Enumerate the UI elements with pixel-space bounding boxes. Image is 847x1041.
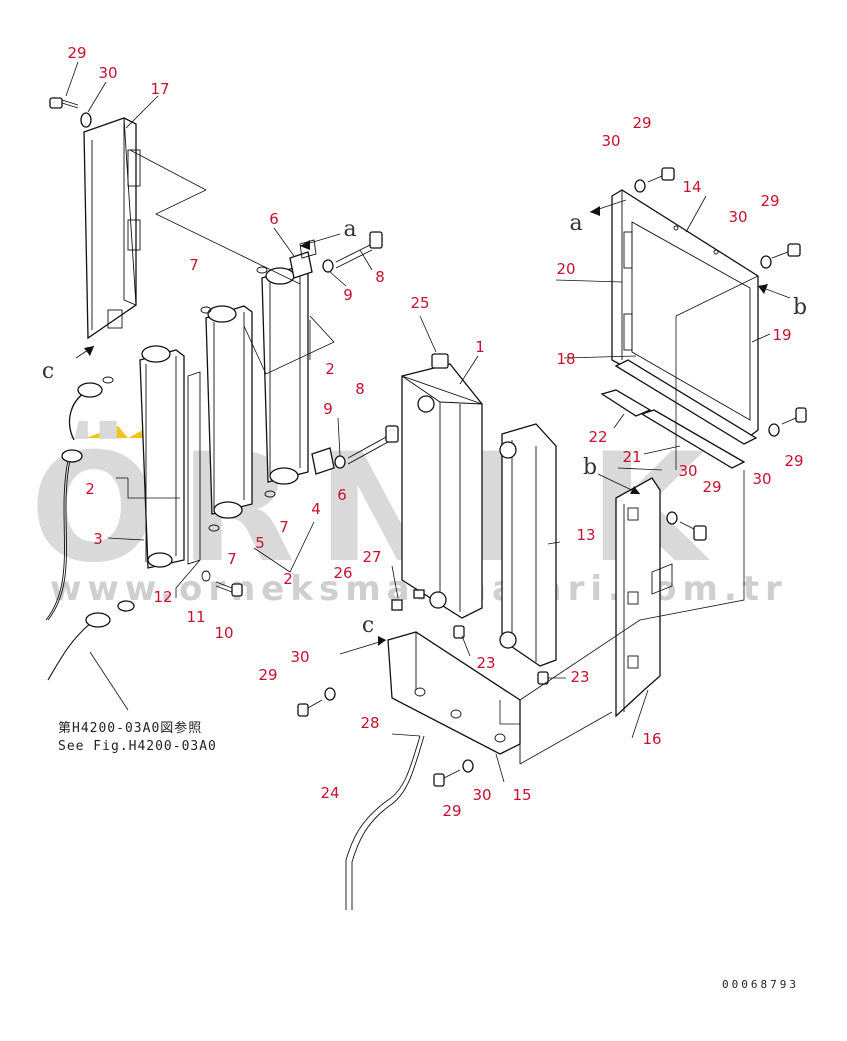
callout-29: 29 xyxy=(632,114,651,132)
callout-4: 4 xyxy=(311,500,321,518)
watermark-brand: ÖRNEK xyxy=(30,420,727,596)
phantom-lines xyxy=(116,149,759,765)
callout-18: 18 xyxy=(556,350,575,368)
bolt-29-side xyxy=(666,511,707,541)
callout-23: 23 xyxy=(570,668,589,686)
callout-2: 2 xyxy=(325,360,335,378)
callout-29: 29 xyxy=(784,452,803,470)
plate-18 xyxy=(614,359,758,445)
radiator-1 xyxy=(401,353,483,619)
bolt-29-right xyxy=(760,243,801,269)
bolt-29-top-left xyxy=(49,97,92,128)
pins-23 xyxy=(453,625,549,685)
callout-10: 10 xyxy=(214,624,233,642)
callout-11: 11 xyxy=(186,608,205,626)
leader-lines xyxy=(65,61,771,783)
cooler-2-middle xyxy=(205,305,253,519)
callout-3: 3 xyxy=(93,530,103,548)
callout-1: 1 xyxy=(475,338,485,356)
bracket-16 xyxy=(615,477,673,718)
callout-6: 6 xyxy=(337,486,347,504)
bracket-17 xyxy=(83,117,141,340)
cooler-2-right xyxy=(261,265,309,485)
seal-21 xyxy=(640,409,746,469)
callout-13: 13 xyxy=(576,526,595,544)
callout-29: 29 xyxy=(760,192,779,210)
callout-8: 8 xyxy=(355,380,365,398)
callout-9: 9 xyxy=(323,400,333,418)
o-rings-7 xyxy=(102,266,276,532)
callout-28: 28 xyxy=(360,714,379,732)
drain-hose-24 xyxy=(345,735,425,910)
letter-b: b xyxy=(583,455,597,480)
callout-29: 29 xyxy=(258,666,277,684)
bolt-10 xyxy=(201,570,243,597)
support-15 xyxy=(387,631,521,764)
callout-9: 9 xyxy=(343,286,353,304)
cooler-3 xyxy=(139,345,201,569)
callout-25: 25 xyxy=(410,294,429,312)
reference-jp: 第H4200-03A0図参照 xyxy=(58,720,202,736)
arrow-markers xyxy=(75,199,791,655)
callout-8: 8 xyxy=(375,268,385,286)
bracket-6-upper xyxy=(289,231,383,279)
callout-23: 23 xyxy=(476,654,495,672)
callout-29: 29 xyxy=(442,802,461,820)
watermark-accent xyxy=(86,426,128,438)
callout-24: 24 xyxy=(320,784,339,802)
callout-30: 30 xyxy=(290,648,309,666)
reference-en: See Fig.H4200-03A0 xyxy=(58,739,217,754)
callout-20: 20 xyxy=(556,260,575,278)
letter-b: b xyxy=(793,295,807,320)
callout-26: 26 xyxy=(333,564,352,582)
callout-labels: 29 30 17 6 8 9 7 2 25 1 8 9 6 4 5 7 7 2 … xyxy=(67,44,803,820)
callout-7: 7 xyxy=(189,256,199,274)
callout-30: 30 xyxy=(728,208,747,226)
clip-26-27 xyxy=(391,589,425,611)
callout-2: 2 xyxy=(283,570,293,588)
callout-19: 19 xyxy=(772,326,791,344)
callout-30: 30 xyxy=(752,470,771,488)
callout-29: 29 xyxy=(67,44,86,62)
callout-30: 30 xyxy=(98,64,117,82)
bracket-6-lower xyxy=(311,425,399,475)
figure-reference: 第H4200-03A0図参照 See Fig.H4200-03A0 xyxy=(58,720,217,754)
callout-30: 30 xyxy=(601,132,620,150)
callout-30: 30 xyxy=(678,462,697,480)
callout-17: 17 xyxy=(150,80,169,98)
bolt-29-upper-right xyxy=(634,167,675,193)
callout-2: 2 xyxy=(85,480,95,498)
letter-a: a xyxy=(569,211,582,236)
callout-21: 21 xyxy=(622,448,641,466)
section-letters: a a b b c c xyxy=(42,211,807,638)
document-number: 00068793 xyxy=(722,978,799,991)
callout-30: 30 xyxy=(472,786,491,804)
callout-5: 5 xyxy=(255,534,265,552)
bolt-29-bottom-left xyxy=(297,687,336,717)
callout-16: 16 xyxy=(642,730,661,748)
callout-27: 27 xyxy=(362,548,381,566)
callout-7: 7 xyxy=(227,550,237,568)
intercooler-13 xyxy=(499,423,557,667)
callout-7: 7 xyxy=(279,518,289,536)
callout-29: 29 xyxy=(702,478,721,496)
letter-c: c xyxy=(362,613,374,638)
seal-22 xyxy=(600,389,652,417)
callout-22: 22 xyxy=(588,428,607,446)
hose-assembly xyxy=(45,382,135,711)
bolt-29-right-lower xyxy=(768,407,807,437)
callout-15: 15 xyxy=(512,786,531,804)
callout-12: 12 xyxy=(153,588,172,606)
callout-14: 14 xyxy=(682,178,701,196)
letter-c: c xyxy=(42,359,54,384)
bolt-29-bottom xyxy=(433,759,474,787)
letter-a: a xyxy=(343,217,356,242)
callout-6: 6 xyxy=(269,210,279,228)
